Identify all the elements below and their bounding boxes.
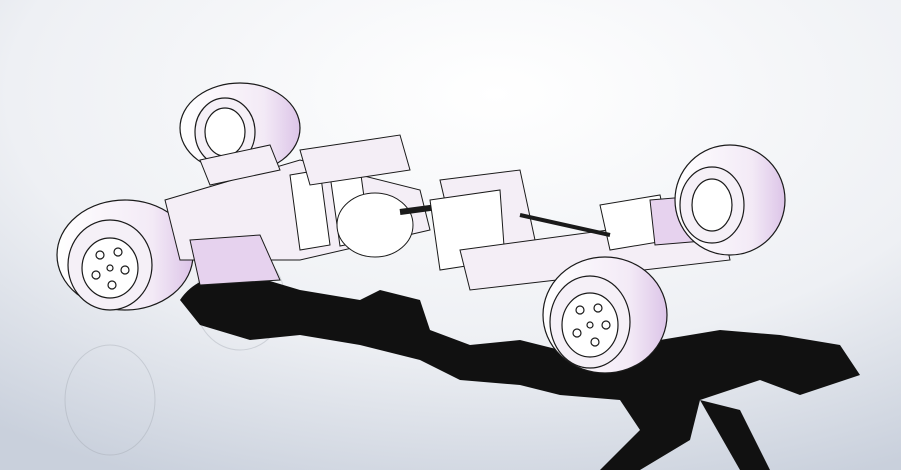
wheel-front-left: [56, 199, 194, 311]
wheel-front-right: [542, 256, 668, 374]
floor-shadow: [180, 274, 860, 470]
chassis-rear: [164, 134, 431, 286]
wheel-rear-right: [674, 144, 786, 256]
